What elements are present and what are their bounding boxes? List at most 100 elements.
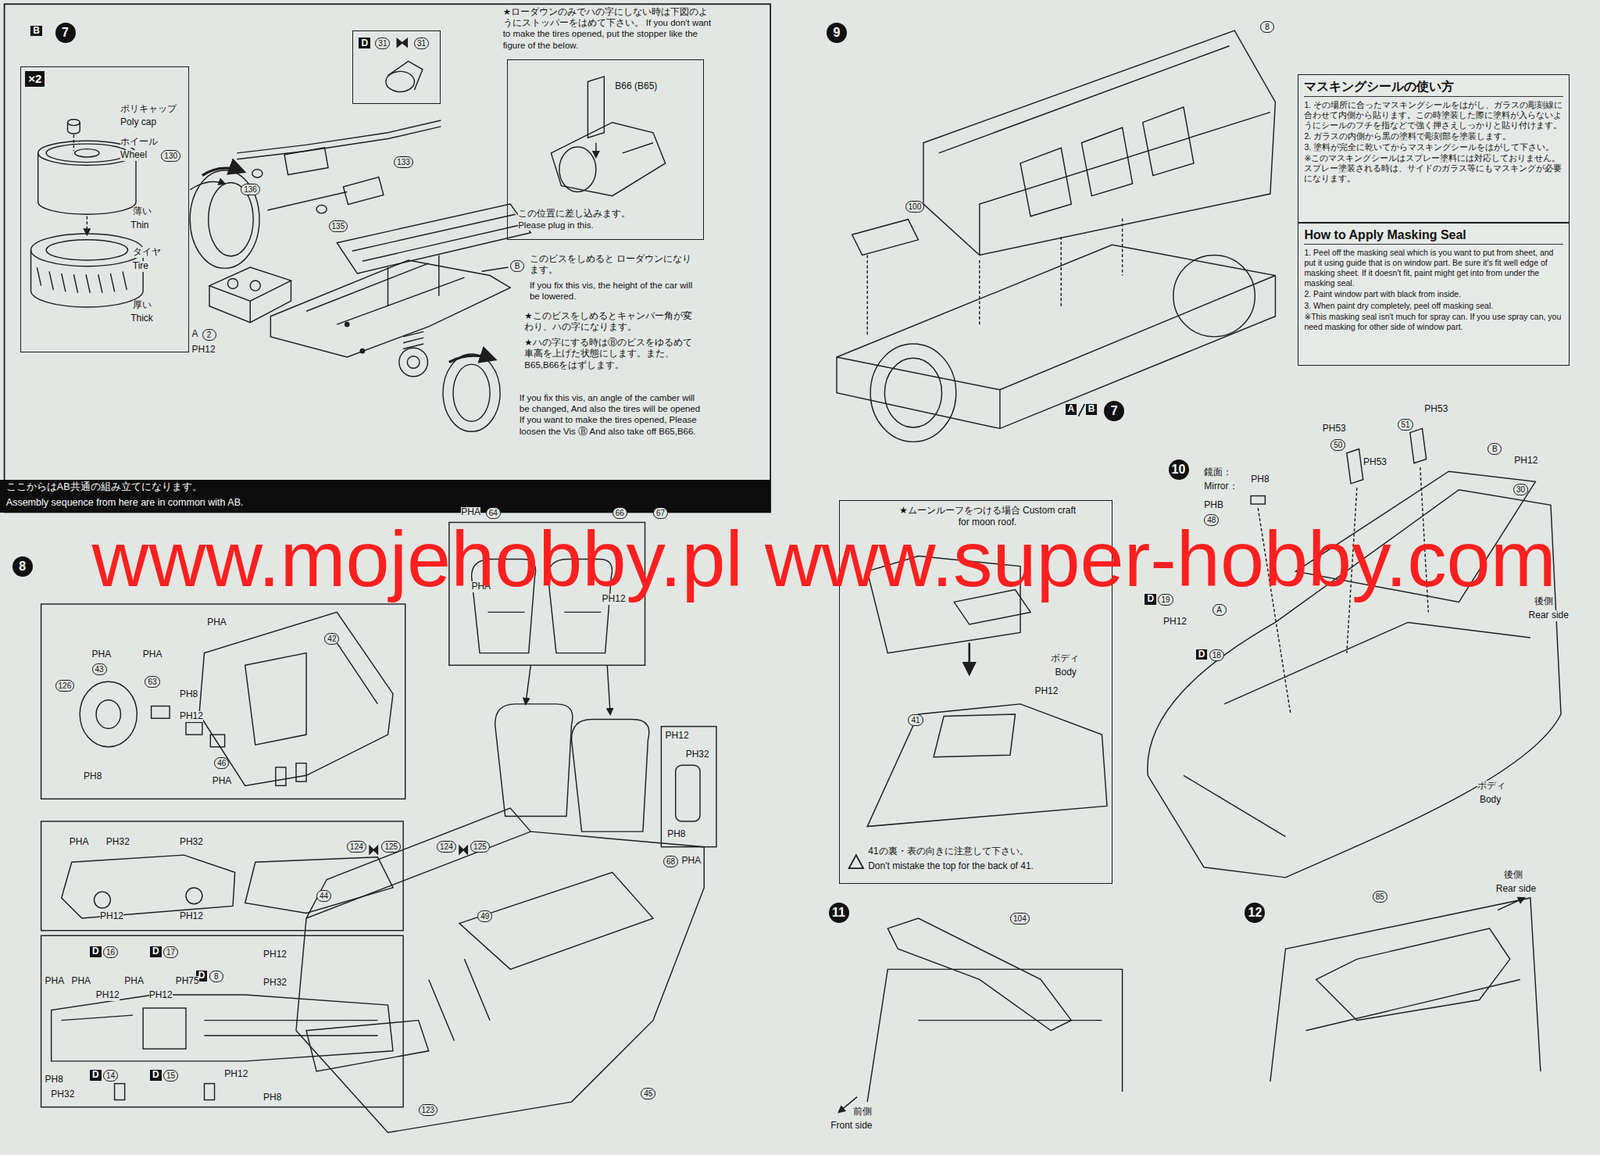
part-tree-letter: D	[89, 946, 102, 958]
part-label: PHB	[1203, 500, 1224, 511]
node-text: 1. その場所に合ったマスキングシールをはがし、ガラスの彫刻線に合わせて内側から…	[1303, 100, 1563, 131]
part-label: PHA	[124, 975, 144, 987]
callout-number: 42	[324, 632, 340, 645]
step-number: 9	[826, 22, 847, 43]
part-label: PH8	[179, 689, 198, 700]
callout-number: 124	[346, 840, 367, 853]
instruction-box: How to Apply Masking Seal1. Peel off the…	[1297, 222, 1569, 366]
part-tree-letter: B	[30, 25, 43, 37]
callout-number: 15	[163, 1069, 179, 1082]
part-label: PH12	[192, 344, 216, 356]
part-label: PH32	[50, 1089, 75, 1100]
callout-number: 2	[202, 328, 217, 341]
instruction-note: ★ハの字にする時はⒷのビスをゆるめて車高を上げた状態にします。また、B65,B6…	[524, 336, 700, 371]
callout-number: 67	[653, 507, 668, 519]
part-label: Thin	[130, 220, 149, 232]
callout-number: 41	[907, 714, 923, 726]
part-label: PH12	[224, 1068, 248, 1080]
part-tree-letter: B	[1085, 403, 1098, 415]
part-tree-letter: D	[150, 1069, 162, 1081]
callout-number: 8	[1260, 21, 1275, 33]
part-label: Rear side	[1528, 610, 1569, 622]
part-label: PH12	[100, 910, 124, 922]
callout-number: 123	[418, 1103, 439, 1116]
callout-number: 8	[209, 970, 224, 983]
callout-number: 135	[328, 220, 349, 233]
step-number: 12	[1244, 902, 1265, 923]
instruction-box: マスキングシールの使い方 1. その場所に合ったマスキングシールをはがし、ガラスの…	[1297, 74, 1569, 222]
part-tree-letter: D	[1196, 649, 1208, 661]
part-label: PH32	[263, 977, 287, 989]
node-text: 31	[375, 37, 390, 50]
part-label: Rear side	[1496, 883, 1536, 895]
part-label: PH12	[1034, 685, 1058, 697]
part-label: PH53	[1363, 457, 1387, 468]
node-text: Don't mistake the top for the back of 41…	[867, 860, 1034, 872]
node-text: この位置に差し込みます。 Please plug in this.	[517, 207, 651, 231]
part-label: PHA	[460, 507, 481, 518]
part-label: PH12	[179, 910, 204, 922]
callout-number: 44	[316, 889, 332, 902]
part-label: ボディ	[1477, 780, 1506, 792]
part-label: PH8	[1250, 474, 1269, 486]
part-label: PH12	[149, 989, 173, 1001]
callout-number: A	[1212, 603, 1227, 616]
callout-number: 30	[1513, 483, 1529, 496]
instruction-note: このビスをしめると ローダウンになります。	[529, 253, 699, 276]
part-label: Wheel	[120, 150, 147, 161]
watermark: www.mojehobby.pl www.super-hobby.com	[92, 519, 1557, 599]
callout-number: 68	[663, 855, 679, 868]
part-label: Body	[1055, 667, 1077, 679]
part-label: PH8	[83, 771, 102, 783]
callout-number: 64	[485, 507, 501, 519]
part-label: Front side	[830, 1120, 872, 1132]
callout-number: 85	[1372, 890, 1388, 903]
callout-number: 43	[92, 663, 108, 675]
callout-number: 63	[144, 675, 160, 688]
node-text: 1. Peel off the masking seal which is yo…	[1303, 247, 1563, 290]
part-label: ホイール	[120, 136, 158, 148]
part-label: PH12	[665, 730, 690, 742]
part-tree-letter: D	[150, 946, 162, 958]
step-number: 8	[12, 556, 33, 577]
callout-number: 104	[1010, 912, 1030, 925]
node-text: 2. Paint window part with black from ins…	[1303, 289, 1563, 300]
node-heading: ×2	[25, 71, 45, 87]
node-text: 31	[414, 37, 429, 50]
part-label: PH12	[96, 989, 120, 1001]
part-label: PH32	[685, 749, 710, 761]
node-text: ※このマスキングシールはスプレー塗料には対応しておりません。スプレー塗装される時…	[1303, 153, 1563, 184]
node-heading: ここからはAB共通の組み立てになります。	[6, 481, 203, 493]
callout-number: 14	[103, 1069, 118, 1082]
part-label: タイヤ	[132, 246, 161, 258]
node-text: B66 (B65)	[614, 80, 658, 92]
part-label: Tire	[132, 260, 149, 272]
instruction-note: If you fix this vis, an angle of the cam…	[519, 392, 706, 438]
node-heading: D	[358, 37, 371, 49]
part-label: PH12	[263, 949, 287, 961]
callout-number: 136	[240, 183, 261, 196]
part-label: PH75	[175, 975, 200, 987]
part-box: D 31 31	[352, 30, 442, 104]
part-label: PHA	[71, 975, 91, 987]
part-label: PHA	[44, 975, 65, 987]
callout-number: 45	[640, 1087, 656, 1100]
part-label: PH53	[1424, 403, 1448, 415]
part-label: PHA	[69, 836, 90, 848]
callout-number: 130	[160, 150, 181, 162]
part-label: PH53	[1322, 423, 1347, 435]
part-label: 鏡面：	[1203, 467, 1233, 479]
part-label: PHA	[92, 649, 112, 661]
node-text: Assembly sequence from here are in commo…	[6, 496, 244, 509]
part-label: PHA	[212, 775, 233, 787]
callout-number: 100	[905, 200, 925, 213]
part-label: PHA	[142, 649, 163, 661]
part-label: PH32	[106, 836, 130, 848]
step-number: 7	[1103, 400, 1125, 422]
callout-number: 124	[436, 840, 457, 853]
node-heading: マスキングシールの使い方	[1303, 78, 1563, 97]
callout-number: 50	[1330, 439, 1346, 451]
part-label: PHA	[207, 617, 227, 629]
part-label: PH8	[667, 828, 686, 840]
part-label: 厚い	[132, 300, 152, 311]
